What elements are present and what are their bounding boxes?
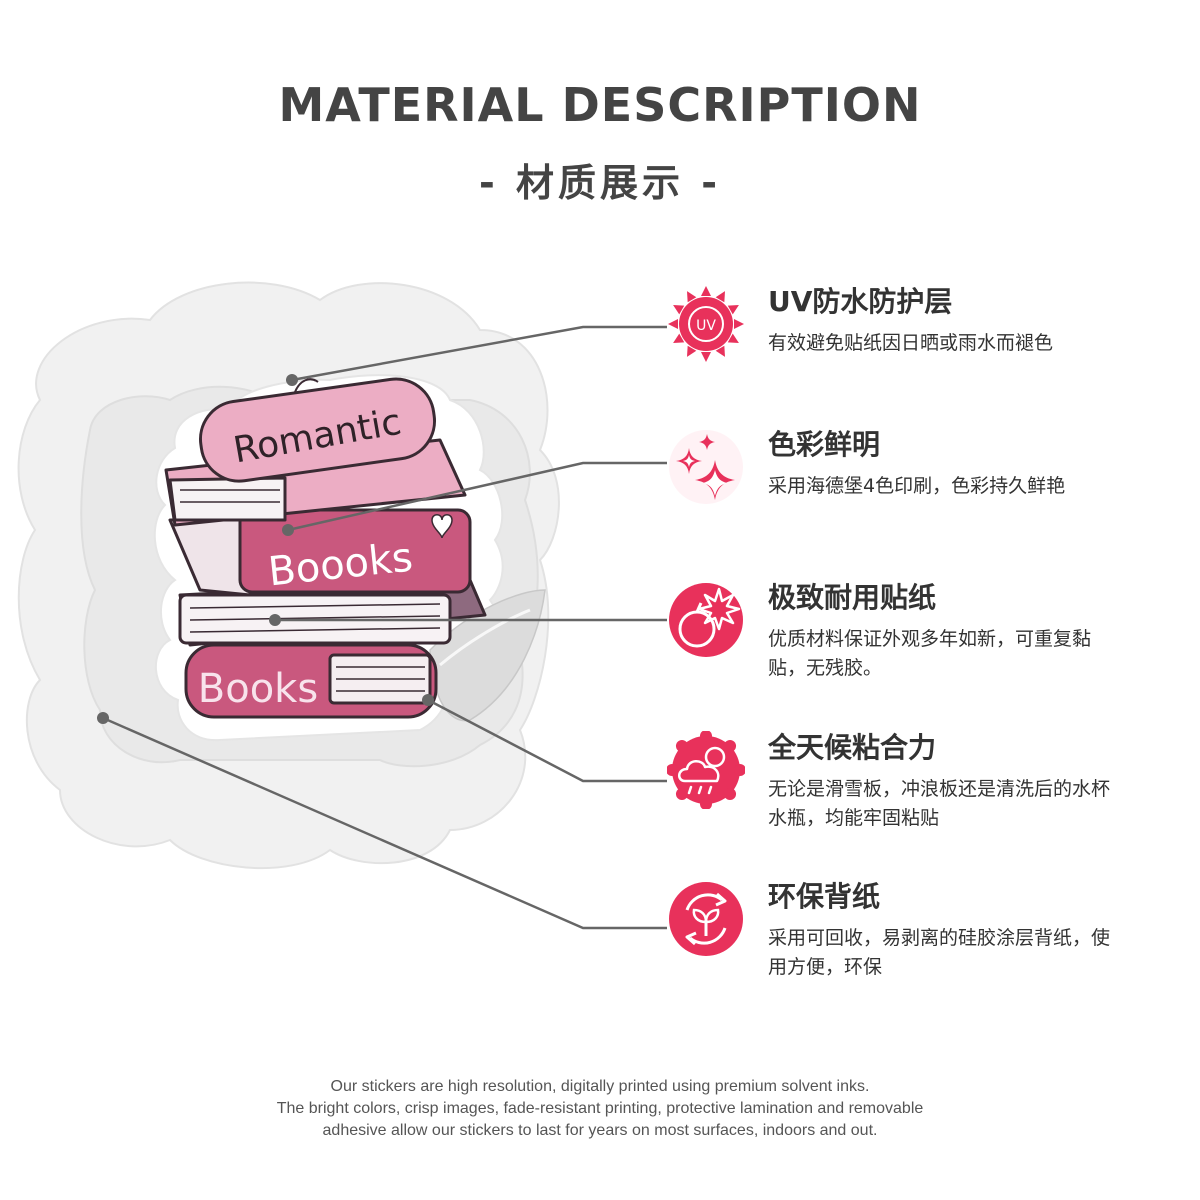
feature-backing: 环保背纸 采用可回收，易剥离的硅胶涂层背纸，使用方便，环保 — [667, 880, 1187, 1000]
feature-description: 无论是滑雪板，冲浪板还是清洗后的水杯水瓶，均能牢固粘贴 — [768, 778, 1111, 829]
feature-title: 色彩鲜明 — [768, 428, 881, 461]
connector-dot — [422, 694, 434, 706]
footer-line: Our stickers are high resolution, digita… — [330, 1078, 870, 1095]
feature-title: 环保背纸 — [768, 880, 881, 913]
weather-cloud-icon — [667, 731, 745, 809]
feature-description: 采用可回收，易剥离的硅胶涂层背纸，使用方便，环保 — [768, 927, 1111, 978]
uv-sun-icon: UV — [668, 286, 744, 362]
feature-weather: 全天候粘合力 无论是滑雪板，冲浪板还是清洗后的水杯水瓶，均能牢固粘贴 — [667, 731, 1187, 851]
feature-uv: UV UV防水防护层 有效避免贴纸因日晒或雨水而褪色 — [667, 285, 1187, 405]
feature-durable: 极致耐用贴纸 优质材料保证外观多年如新，可重复黏贴，无残胶。 — [667, 581, 1187, 701]
connector-weather — [427, 698, 667, 783]
middle-book — [168, 508, 472, 597]
footer-line: adhesive allow our stickers to last for … — [322, 1122, 878, 1139]
recycle-leaf-icon — [669, 882, 743, 956]
connector-backing — [102, 716, 667, 930]
connector-dot — [282, 524, 294, 536]
top-book — [199, 377, 437, 483]
svg-text:UV: UV — [696, 318, 716, 334]
sparkle-icon — [669, 430, 743, 504]
feature-description: 采用海德堡4色印刷，色彩持久鲜艳 — [768, 475, 1066, 497]
connector-dot — [286, 374, 298, 386]
feature-title: 极致耐用贴纸 — [768, 581, 937, 614]
bomb-burst-icon — [669, 583, 743, 657]
connector-lines — [102, 325, 667, 930]
bottom-book — [184, 643, 438, 719]
connector-dot — [97, 712, 109, 724]
feature-title: UV防水防护层 — [768, 285, 953, 318]
connector-uv — [291, 325, 667, 382]
feature-title: 全天候粘合力 — [768, 731, 937, 764]
connector-color — [287, 461, 667, 532]
connector-dot — [269, 614, 281, 626]
feature-description: 有效避免贴纸因日晒或雨水而褪色 — [768, 332, 1054, 354]
feature-description: 优质材料保证外观多年如新，可重复黏贴，无残胶。 — [768, 628, 1092, 679]
footer-line: The bright colors, crisp images, fade-re… — [276, 1100, 924, 1117]
page-subtitle: - 材质展示 - — [478, 161, 721, 205]
page-title: MATERIAL DESCRIPTION — [278, 78, 922, 132]
footer-description: Our stickers are high resolution, digita… — [0, 1076, 1200, 1142]
connector-dots — [97, 374, 434, 724]
heart-icon — [431, 514, 453, 539]
feature-color: 色彩鲜明 采用海德堡4色印刷，色彩持久鲜艳 — [667, 428, 1187, 548]
bottom-book-label: Books — [198, 666, 318, 712]
